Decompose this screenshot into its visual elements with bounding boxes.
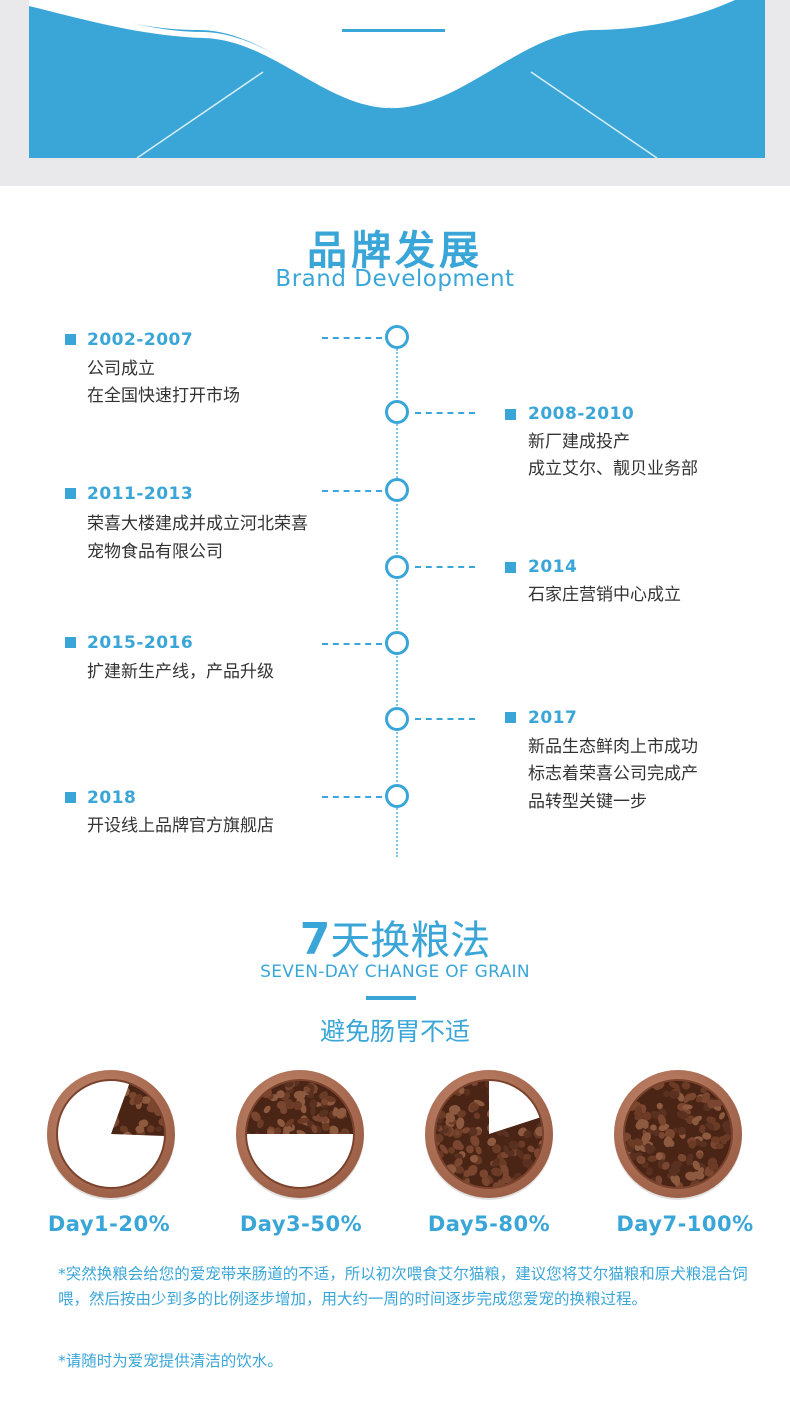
seven-day-title-number: 7 bbox=[299, 914, 331, 965]
timeline-text: 新厂建成投产 bbox=[528, 432, 630, 452]
timeline-year: 2002-2007 bbox=[87, 330, 194, 350]
day-label: Day1-20% bbox=[47, 1212, 171, 1236]
water-note: *请随时为爱宠提供清洁的饮水。 bbox=[58, 1352, 283, 1370]
timeline-connector bbox=[322, 490, 382, 492]
timeline-connector bbox=[322, 796, 382, 798]
timeline-year: 2018 bbox=[87, 788, 137, 808]
timeline-bullet bbox=[65, 792, 76, 803]
timeline-text: 开设线上品牌官方旗舰店 bbox=[87, 816, 274, 836]
timeline-text: 石家庄营销中心成立 bbox=[528, 585, 681, 605]
food-bowl-day1 bbox=[47, 1070, 175, 1200]
timeline-text: 新品生态鲜肉上市成功 bbox=[528, 737, 698, 757]
seven-day-title-text: 天换粮法 bbox=[330, 918, 491, 964]
timeline-text: 品转型关键一步 bbox=[528, 792, 647, 812]
timeline-node bbox=[385, 631, 409, 655]
timeline-text: 在全国快速打开市场 bbox=[87, 386, 240, 406]
seven-day-title: 7天换粮法 bbox=[0, 908, 790, 966]
timeline-bullet bbox=[65, 334, 76, 345]
timeline-text: 荣喜大楼建成并成立河北荣喜 bbox=[87, 514, 308, 534]
timeline-bullet bbox=[505, 712, 516, 723]
timeline-node bbox=[385, 325, 409, 349]
timeline-text: 宠物食品有限公司 bbox=[87, 542, 223, 562]
day-label: Day7-100% bbox=[616, 1212, 754, 1236]
food-bowl-day7 bbox=[614, 1070, 742, 1200]
timeline-connector bbox=[322, 337, 382, 339]
top-wave-banner bbox=[29, 0, 765, 158]
timeline-year: 2008-2010 bbox=[528, 404, 635, 424]
timeline-connector bbox=[415, 718, 475, 720]
timeline-text: 成立艾尔、靓贝业务部 bbox=[528, 459, 698, 479]
timeline-year: 2017 bbox=[528, 708, 578, 728]
food-bowl-day3 bbox=[236, 1070, 364, 1200]
timeline-text: 公司成立 bbox=[87, 359, 155, 379]
day-label: Day3-50% bbox=[239, 1212, 363, 1236]
timeline-connector bbox=[322, 643, 382, 645]
timeline-connector bbox=[415, 412, 475, 414]
timeline-node bbox=[385, 400, 409, 424]
day-label: Day5-80% bbox=[427, 1212, 551, 1236]
timeline-year: 2015-2016 bbox=[87, 633, 194, 653]
timeline-connector bbox=[415, 566, 475, 568]
timeline-node bbox=[385, 707, 409, 731]
timeline-year: 2014 bbox=[528, 557, 578, 577]
timeline-year: 2011-2013 bbox=[87, 484, 194, 504]
timeline-bullet bbox=[505, 409, 516, 420]
seven-day-divider bbox=[366, 996, 416, 1000]
brand-subtitle: Brand Development bbox=[275, 266, 515, 292]
timeline-node bbox=[385, 478, 409, 502]
timeline-bullet bbox=[65, 488, 76, 499]
seven-day-subtitle: SEVEN-DAY CHANGE OF GRAIN bbox=[260, 962, 530, 982]
timeline-line bbox=[396, 349, 398, 857]
food-bowl-day5 bbox=[425, 1070, 553, 1200]
bowl-contents bbox=[624, 1080, 732, 1188]
timeline-bullet bbox=[505, 562, 516, 573]
seven-day-tagline: 避免肠胃不适 bbox=[319, 1017, 470, 1046]
timeline-node bbox=[385, 784, 409, 808]
feeding-note: *突然换粮会给您的爱宠带来肠道的不适，所以初次喂食艾尔猫粮，建议您将艾尔猫粮和原… bbox=[58, 1265, 748, 1308]
bowl-contents bbox=[57, 1080, 165, 1188]
timeline-text: 扩建新生产线，产品升级 bbox=[87, 662, 274, 682]
brand-title: 品牌发展 bbox=[307, 228, 483, 274]
timeline-bullet bbox=[65, 637, 76, 648]
timeline-node bbox=[385, 555, 409, 579]
timeline-text: 标志着荣喜公司完成产 bbox=[528, 764, 698, 784]
